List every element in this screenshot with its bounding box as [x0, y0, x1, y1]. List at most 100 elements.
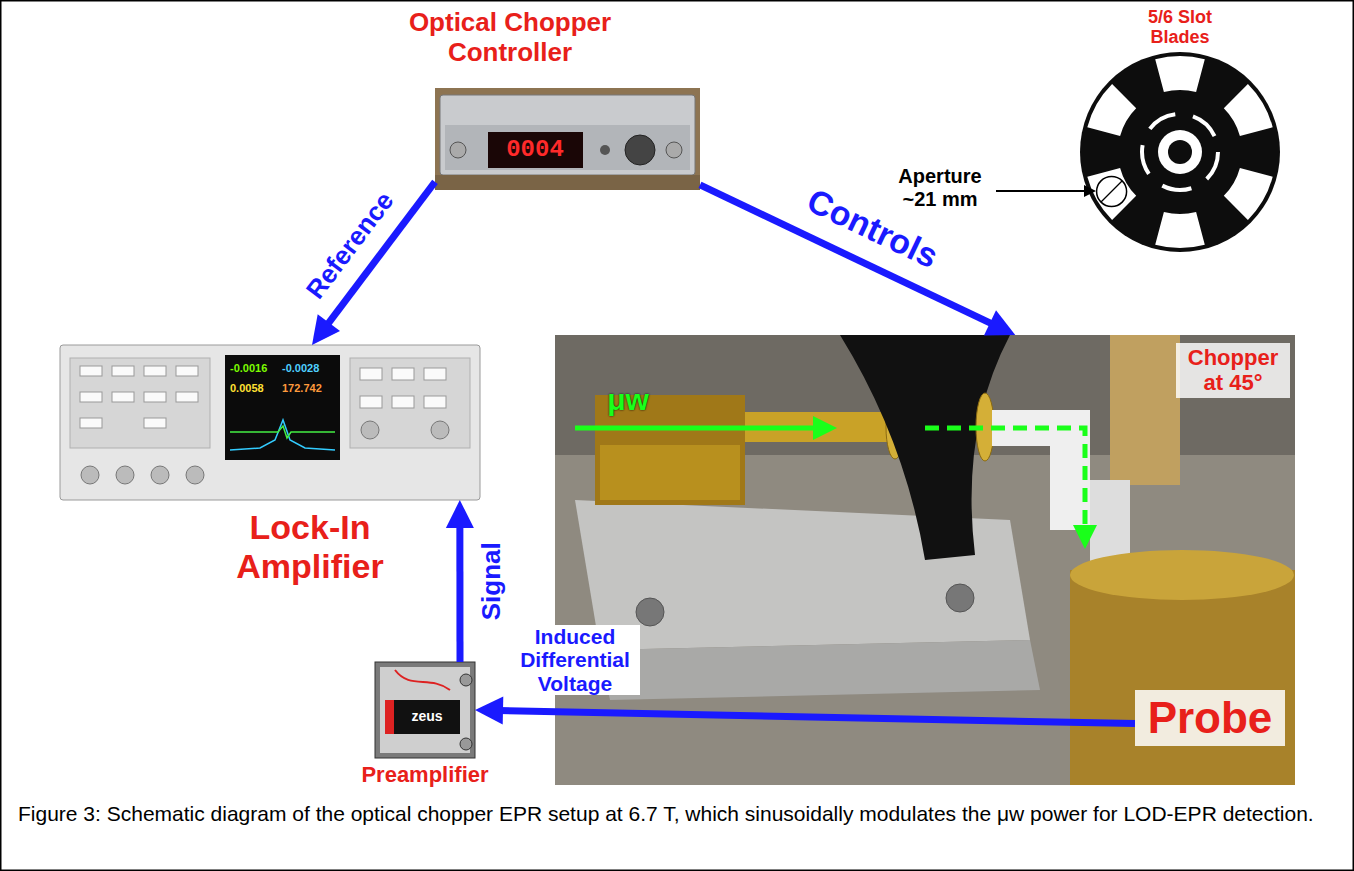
table-background: [435, 88, 700, 190]
bnc-connector: [666, 142, 682, 158]
blade-slot: [1155, 56, 1205, 92]
probe-ring-top: [1070, 550, 1294, 600]
front-panel: [445, 125, 690, 170]
button: [144, 392, 166, 402]
arrowhead: [446, 500, 474, 528]
lock-in-amplifier: Lock-In Amplifier: [60, 345, 480, 500]
button: [392, 368, 414, 380]
part-label: 172.742: [282, 382, 336, 395]
node-label: Probe: [1135, 690, 1285, 746]
button: [144, 418, 166, 428]
controller-case: [440, 95, 695, 175]
screen-trace: [230, 426, 335, 438]
microwave-path: [575, 426, 815, 431]
part-label: 0.0058: [230, 382, 280, 395]
blade-slot: [1087, 168, 1136, 220]
control-knob: [625, 135, 655, 165]
part-label: zeus: [396, 708, 458, 724]
button: [424, 368, 446, 380]
node-label: Optical Chopper Controller: [385, 8, 635, 68]
blade-slot: [1155, 212, 1205, 248]
waveguide-block-face: [600, 445, 740, 500]
bnc-connector: [450, 142, 466, 158]
battery: [385, 700, 460, 734]
chopper-controller-photo: [435, 88, 700, 190]
mounting-plate-edge: [600, 640, 1040, 700]
connector-arrow: [475, 697, 1135, 725]
bnc-connector: [460, 738, 472, 750]
photo-background: [555, 335, 1295, 785]
button: [176, 366, 198, 376]
button: [360, 396, 382, 408]
aperture-leader: [996, 190, 1086, 192]
button-panel: [70, 358, 210, 448]
probe-setup-photo-drawing: [555, 335, 1295, 785]
bnc-connector: [81, 466, 99, 484]
figure-caption: Figure 3: Schematic diagram of the optic…: [18, 800, 1336, 827]
button: [176, 392, 198, 402]
blade-slot: [1224, 84, 1273, 136]
part-label: Aperture ~21 mm: [890, 165, 990, 211]
knob: [361, 421, 379, 439]
blade-slot: [1087, 84, 1136, 136]
preamp-case: [375, 662, 475, 758]
node-label: Chopper at 45°: [1176, 343, 1290, 398]
button: [392, 396, 414, 408]
lock-in-amplifier-photo: [60, 345, 480, 500]
edge-label: Induced Differential Voltage: [510, 625, 640, 694]
aperture-diameter: [1101, 181, 1122, 202]
probe-knob: [1110, 335, 1180, 485]
node-label: Lock-In Amplifier: [200, 508, 420, 586]
inner-slot-ring: [1142, 114, 1218, 190]
table-edge: [435, 175, 700, 190]
blade-hole: [1168, 140, 1192, 164]
display-screen: [225, 355, 340, 460]
button-panel: [350, 358, 470, 448]
probe-setup-photo: μw Chopper at 45° Probe: [555, 335, 1295, 785]
node-label: 5/6 Slot Blades: [1130, 8, 1230, 48]
bolt: [946, 584, 974, 612]
node-label: Preamplifier: [355, 762, 495, 787]
arrowhead: [312, 314, 340, 345]
chopper-blade-photo: [840, 335, 1010, 560]
blade-hub: [1158, 130, 1202, 174]
aperture-leader-head: [1084, 185, 1096, 197]
node-label: μw: [597, 383, 659, 418]
bnc-connector: [186, 466, 204, 484]
controller-photo: Optical Chopper Controller: [435, 88, 700, 190]
microwave-arrowhead: [1073, 525, 1097, 549]
microwave-arrowhead: [813, 416, 837, 440]
bnc-connector: [116, 466, 134, 484]
screen-trace: [230, 420, 335, 450]
wire: [395, 670, 450, 690]
button: [112, 392, 134, 402]
toggle-switch: [600, 145, 610, 155]
bnc-connector: [151, 466, 169, 484]
button: [144, 366, 166, 376]
arrowhead: [475, 697, 503, 725]
button: [112, 366, 134, 376]
lock-in-case: [60, 345, 480, 500]
connector-line: [456, 524, 463, 662]
connector-arrow: [446, 500, 474, 662]
display-reading: 0004: [490, 136, 580, 164]
arrowhead: [984, 310, 1015, 335]
knob: [431, 421, 449, 439]
bnc-connector: [460, 674, 472, 686]
microwave-path-dashed: [925, 428, 1085, 525]
edge-label: Reference: [296, 181, 403, 310]
preamp-interior: [380, 667, 470, 753]
blade-disc: [1080, 52, 1280, 252]
button: [80, 392, 102, 402]
probe-label-box: Probe: [1135, 690, 1285, 746]
led-display: [488, 132, 583, 168]
battery-band: [385, 700, 394, 734]
part-label: -0.0028: [282, 362, 336, 375]
blade-slot: [1224, 168, 1273, 220]
chopper-blade-drawing: [996, 52, 1280, 252]
edge-label: Signal: [477, 534, 506, 629]
button: [360, 368, 382, 380]
bolt: [636, 598, 664, 626]
